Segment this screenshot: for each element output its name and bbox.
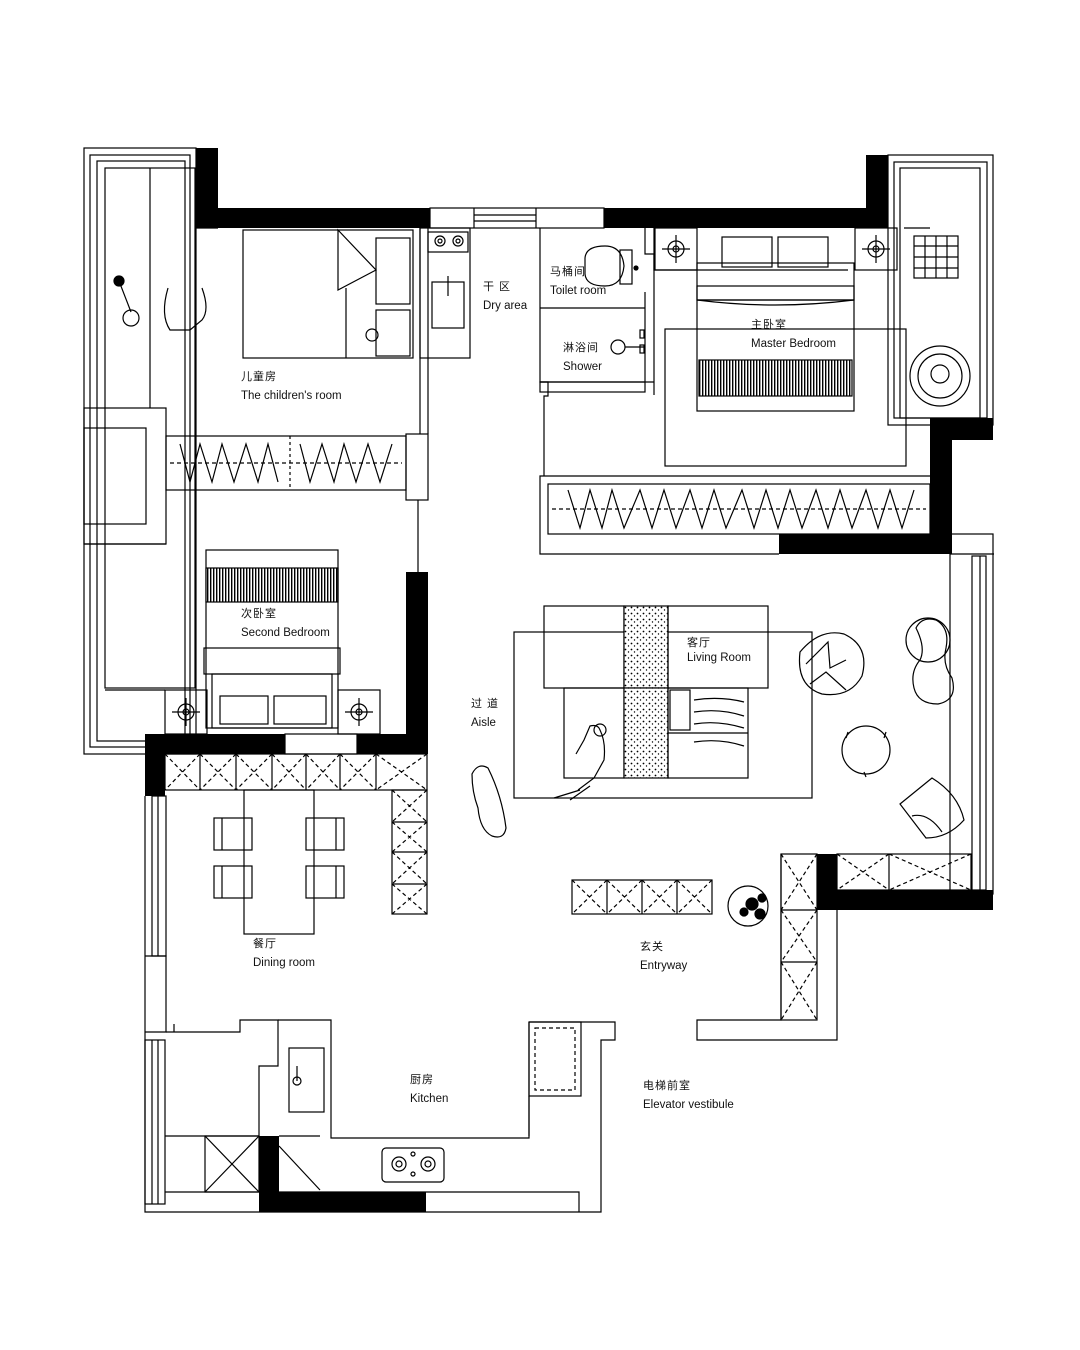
label-entryway: 玄关 Entryway <box>640 940 687 973</box>
shower-en: Shower <box>563 361 602 373</box>
label-kitchen: 厨房 Kitchen <box>410 1073 448 1106</box>
dry-area-en: Dry area <box>483 300 528 312</box>
label-toilet-room: 马桶间 Toilet room <box>550 265 606 298</box>
toilet-room-cn: 马桶间 <box>550 266 586 278</box>
living-room-en: Living Room <box>687 652 751 664</box>
structural-walls <box>145 148 993 1212</box>
kitchen-cn: 厨房 <box>410 1074 434 1086</box>
entryway-en: Entryway <box>640 960 688 972</box>
second-bedroom-cn: 次卧室 <box>241 608 277 620</box>
label-aisle: 过 道 Aisle <box>471 697 499 730</box>
living-room-cn: 客厅 <box>687 637 711 649</box>
childrens-room-en: The children's room <box>241 390 342 402</box>
master-bedroom-en: Master Bedroom <box>751 338 837 350</box>
balcony-left <box>83 147 197 755</box>
dining-room-cn: 餐厅 <box>253 938 277 950</box>
elevator-vestibule-cn: 电梯前室 <box>643 1080 691 1092</box>
label-master-bedroom: 主卧室 Master Bedroom <box>751 318 836 351</box>
dry-area-cn: 干 区 <box>483 281 512 293</box>
label-dining-room: 餐厅 Dining room <box>253 937 315 970</box>
master-bedroom-cn: 主卧室 <box>751 319 787 331</box>
shower-cn: 淋浴间 <box>563 342 599 354</box>
dining-room-en: Dining room <box>253 957 315 969</box>
kitchen-en: Kitchen <box>410 1093 449 1105</box>
aisle-en: Aisle <box>471 717 496 729</box>
label-elevator-vestibule: 电梯前室 Elevator vestibule <box>643 1079 734 1112</box>
label-childrens-room: 儿童房 The children's room <box>241 370 342 403</box>
label-living-room: 客厅 Living Room <box>687 636 751 665</box>
entryway-cn: 玄关 <box>640 941 664 953</box>
label-second-bedroom: 次卧室 Second Bedroom <box>241 607 330 640</box>
second-bedroom-en: Second Bedroom <box>241 627 330 639</box>
label-dry-area: 干 区 Dry area <box>483 280 527 313</box>
aisle-cn: 过 道 <box>471 698 500 710</box>
label-shower: 淋浴间 Shower <box>563 341 602 374</box>
toilet-room-en: Toilet room <box>550 285 607 297</box>
elevator-vestibule-en: Elevator vestibule <box>643 1099 734 1111</box>
childrens-room-cn: 儿童房 <box>241 371 277 383</box>
